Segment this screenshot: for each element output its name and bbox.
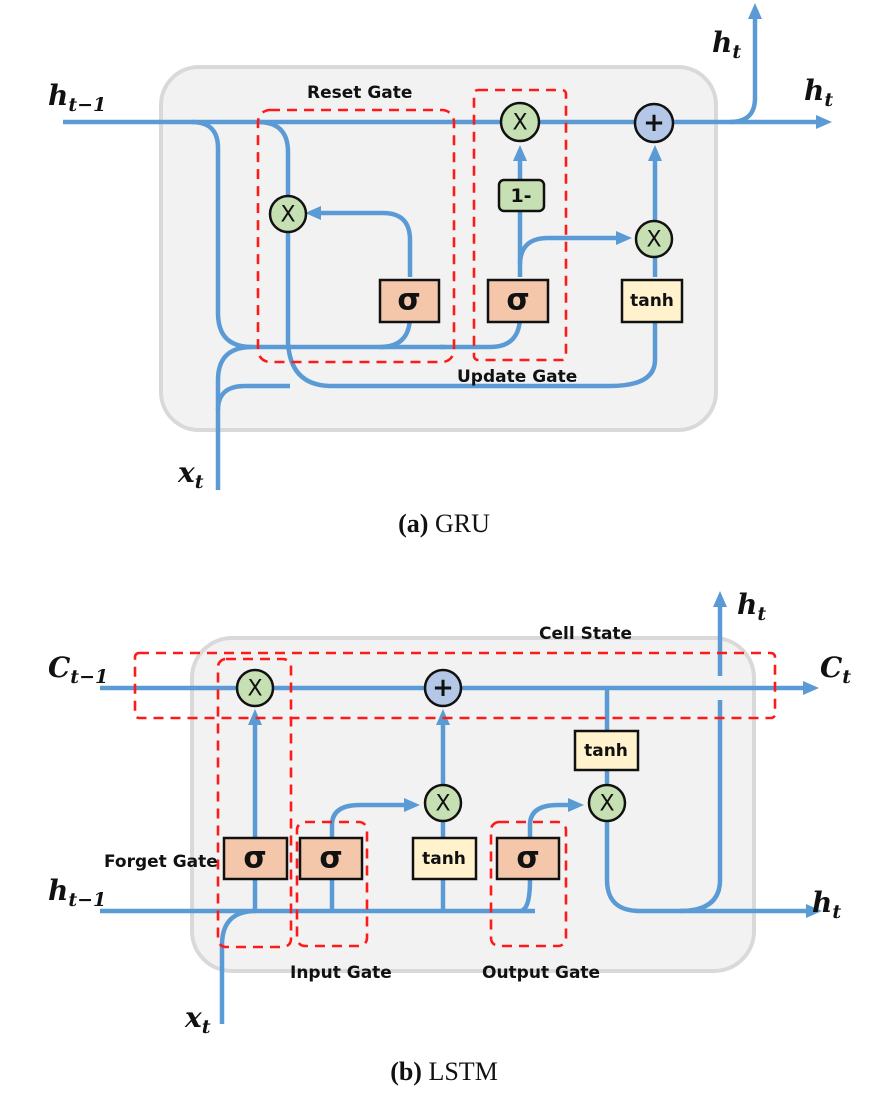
tanh-label: tanh [584,741,628,761]
add-icon: + [643,108,665,138]
gru-update-gate-outline [472,88,568,362]
sigmoid-label: σ [516,841,539,876]
multiply-icon: X [247,677,262,702]
lstm-h-out-top-label: ht [737,588,766,625]
lstm-input-multiply: X [423,783,463,823]
multiply-icon: X [599,792,614,817]
gru-diagram: X X + X 1- σ σ tanh Rese [48,3,833,538]
gru-add: + [633,102,675,144]
lstm-forget-multiply: X [235,668,275,708]
tanh-label: tanh [422,849,466,869]
lstm-cell-state-outline [133,651,777,720]
lstm-output-gate-label: Output Gate [482,963,600,983]
lstm-output-mul-out [604,822,822,918]
gru-reset-gate-outline [256,108,456,364]
lstm-h-prev-label: ht−1 [48,874,106,911]
lstm-h-out-right-label: ht [812,886,841,923]
gru-hprev-branch-a [191,119,445,350]
gru-reset-multiply: X [268,194,308,234]
lstm-cell-tanh: tanh [573,729,640,772]
lstm-diagram: X + X X σ σ tanh σ [48,588,851,1086]
lstm-c-prev-label: Ct−1 [48,651,108,688]
lstm-c-out-label: Ct [820,651,851,688]
lstm-output-sigma-in [519,879,533,914]
lstm-output-sigma-out [527,798,584,839]
gru-update-to-mul [517,231,632,266]
lstm-output-sigmoid: σ [495,836,561,881]
gru-x-input-line [215,344,253,490]
gru-update-gate-label: Update Gate [457,367,577,387]
lstm-cell-state-label: Cell State [539,624,632,644]
lstm-candidate-tanh: tanh [411,836,478,881]
gru-tanh: tanh [620,278,684,324]
gru-update-sigmoid: σ [486,278,550,324]
gru-reset-mul-out [285,230,658,389]
gru-update-multiply: X [499,101,541,143]
gru-h-out-top-label: ht [712,26,741,63]
lstm-caption: (b) LSTM [390,1057,498,1086]
lstm-forget-gate-outline [216,657,293,949]
gru-one-minus-box: 1- [497,178,546,213]
sigmoid-label: σ [319,841,342,876]
sigmoid-label: σ [397,283,420,318]
gru-reset-sigmoid: σ [378,278,441,324]
one-minus-label: 1- [510,185,531,207]
gru-reset-sigma-out [305,206,413,277]
gru-x-input-label: xt [177,456,204,493]
multiply-icon: X [512,111,527,136]
add-icon: + [432,673,454,703]
lstm-output-gate-outline [489,820,568,948]
lstm-input-sigmoid: σ [298,836,364,881]
lstm-forget-sigmoid: σ [222,836,289,881]
lstm-input-gate-outline [295,820,369,948]
multiply-icon: X [435,792,450,817]
sigmoid-label: σ [506,283,529,318]
gru-h-prev-label: ht−1 [48,79,106,116]
lstm-input-gate-label: Input Gate [290,963,392,983]
lstm-x-input-label: xt [184,1001,211,1038]
tanh-label: tanh [630,291,674,311]
gru-x-branch-low [215,383,290,411]
lstm-add: + [423,668,463,708]
gru-hprev-branch-b [257,119,291,198]
gru-caption: (a) GRU [398,509,490,538]
lstm-output-up-line [679,700,723,914]
sigmoid-label: σ [243,841,266,876]
gru-h-out-right-label: ht [804,74,833,111]
lstm-input-sigma-out [329,798,420,839]
multiply-icon: X [646,228,661,253]
gru-reset-gate-label: Reset Gate [307,83,412,103]
gru-output-up-line [729,3,762,125]
lstm-output-multiply: X [587,783,627,823]
gru-cell-box [159,65,718,432]
lstm-forget-gate-label: Forget Gate [104,852,218,872]
multiply-icon: X [280,203,295,228]
gru-candidate-multiply: X [634,219,674,259]
